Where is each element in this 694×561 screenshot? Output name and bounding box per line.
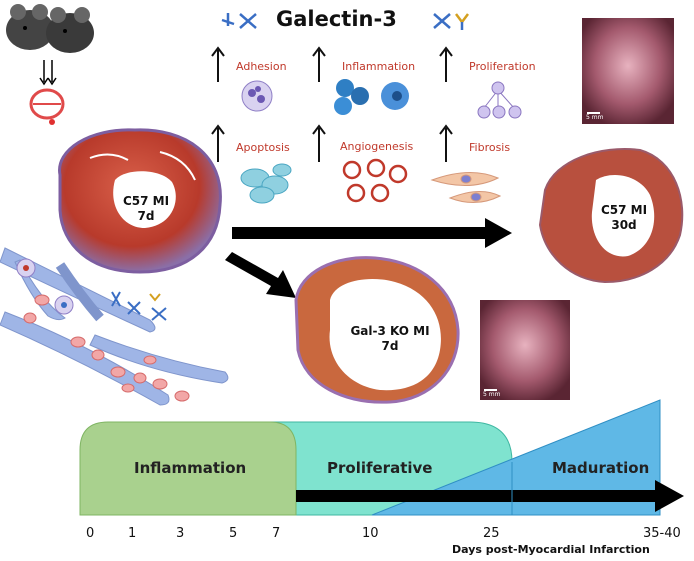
label-c57-30d-line2: 30d — [611, 218, 637, 232]
arrow-to-ko — [225, 252, 296, 298]
heart-c57-30d — [538, 148, 684, 284]
proliferation-cells-icon — [477, 81, 522, 119]
fibrosis-fibroblast-icon — [430, 171, 502, 203]
heart-c57-7d — [58, 128, 222, 274]
label-ko-line1: Gal-3 KO MI — [350, 324, 430, 338]
myocardial-tissue-schematic — [0, 247, 229, 406]
arrow-to-30d — [232, 218, 512, 248]
galectin-molecules-tissue — [111, 291, 167, 321]
scale-bar-label-30d: 5 mm — [586, 114, 604, 121]
angiogenesis-vessels-icon — [342, 158, 408, 203]
galectin-molecule-icon-right — [433, 13, 469, 30]
red-blood-cells — [23, 294, 190, 402]
label-ko-line2: 7d — [381, 339, 399, 353]
macrophage-cells — [16, 258, 74, 315]
tick-0: 0 — [86, 526, 95, 541]
galectin-title: Galectin-3 — [276, 7, 397, 31]
timeline — [79, 399, 684, 516]
heart-gal3-ko-7d — [294, 256, 460, 404]
scale-bar-label-ko: 5 mm — [483, 391, 501, 398]
phase-proliferative: Proliferative — [327, 459, 433, 477]
down-arrows-icon — [39, 60, 57, 86]
adhesion-cell-icon — [241, 80, 273, 112]
tick-7: 7 — [272, 526, 281, 541]
small-heart-slice-icon — [29, 88, 65, 125]
process-inflammation: Inflammation — [342, 60, 416, 73]
label-c57-30d: C57 MI 30d — [596, 203, 652, 233]
tick-25: 25 — [483, 526, 500, 541]
process-adhesion: Adhesion — [236, 60, 287, 73]
inflammation-cells-icon — [334, 79, 409, 115]
apoptosis-cells-icon — [240, 163, 292, 204]
label-gal3-ko-7d: Gal-3 KO MI 7d — [345, 324, 435, 354]
tick-5: 5 — [229, 526, 238, 541]
phase-inflammation: Inflammation — [134, 459, 247, 477]
tick-3: 3 — [176, 526, 185, 541]
tick-1: 1 — [128, 526, 137, 541]
label-c57-7d-line2: 7d — [137, 209, 155, 223]
heart-photo-30d — [582, 18, 674, 124]
process-fibrosis: Fibrosis — [469, 141, 511, 154]
up-arrows — [211, 46, 453, 162]
process-proliferation: Proliferation — [469, 60, 536, 73]
tick-35-40: 35-40 — [643, 526, 681, 541]
label-c57-30d-line1: C57 MI — [600, 203, 648, 217]
phase-maduration: Maduration — [552, 459, 650, 477]
x-axis-caption: Days post-Myocardial Infarction — [452, 543, 650, 556]
process-angiogenesis: Angiogenesis — [340, 140, 414, 153]
mouse-pair-icon — [6, 4, 94, 53]
tick-10: 10 — [362, 526, 379, 541]
process-apoptosis: Apoptosis — [236, 141, 290, 154]
label-c57-7d: C57 MI 7d — [118, 194, 174, 224]
heart-photo-ko — [480, 300, 570, 400]
galectin-molecule-icon-left — [221, 13, 257, 29]
label-c57-7d-line1: C57 MI — [122, 194, 170, 208]
